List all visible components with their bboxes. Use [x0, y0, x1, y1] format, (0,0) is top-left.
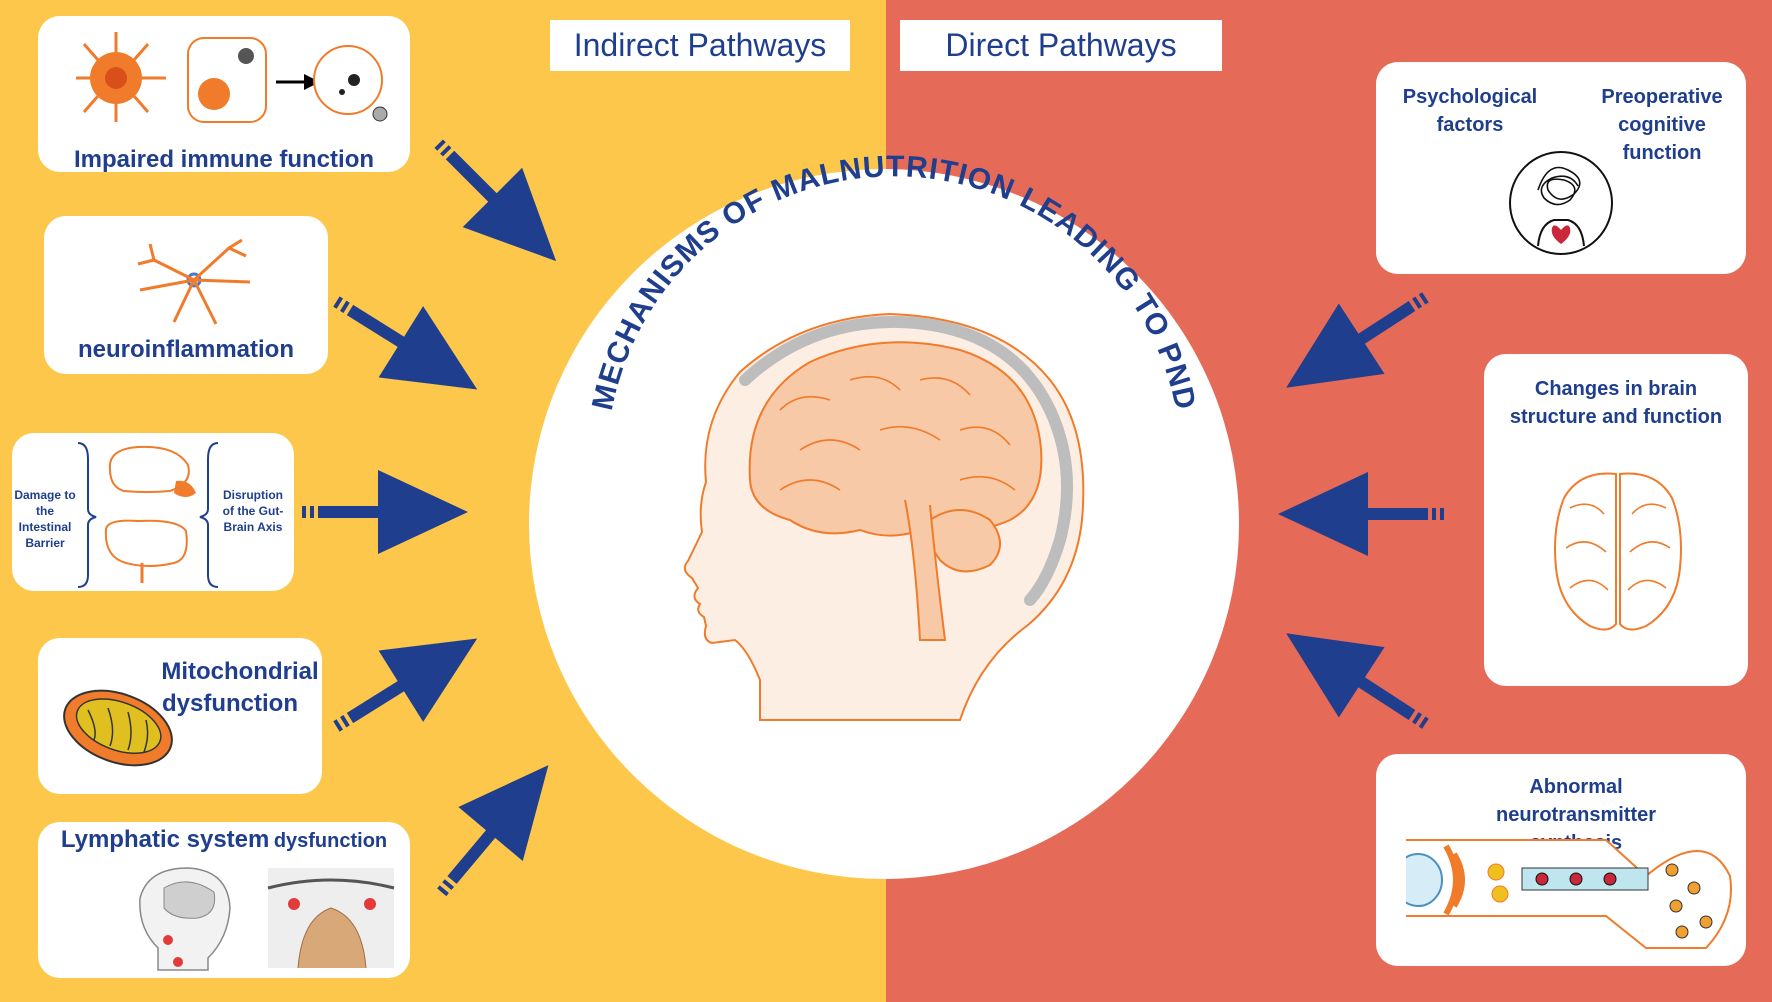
preoperative-label-1: Preoperative	[1601, 86, 1723, 108]
immune-label: Impaired immune function	[73, 146, 375, 173]
head-scribble-icon	[1509, 151, 1613, 255]
direct-pathways-header: Direct Pathways	[900, 20, 1222, 71]
card-impaired-immune: Impaired immune function	[38, 16, 410, 173]
card-mitochondrial: Mitochondrial dysfunction	[38, 638, 322, 794]
card-neurotransmitter: Abnormal neurotransmitter synthesis	[1376, 754, 1746, 966]
lymphatic-label-main: Lymphatic system	[60, 826, 270, 853]
gut-brain-icon	[78, 442, 218, 588]
direct-pathways-title: Direct Pathways	[945, 27, 1177, 63]
brain-structure-label-2: structure and function	[1509, 406, 1723, 428]
card-neuroinflammation: neuroinflammation	[44, 216, 328, 374]
psychological-label-1: Psychological	[1402, 86, 1538, 108]
preoperative-label-3: function	[1622, 142, 1702, 164]
lymphatic-head-icon	[139, 867, 395, 971]
brain-structure-label-1: Changes in brain	[1534, 378, 1698, 400]
indirect-pathways-title: Indirect Pathways	[573, 27, 827, 63]
gut-brain-axis-label: Disruption of the Gut-Brain Axis	[222, 488, 284, 534]
mitochondrial-label-2: dysfunction	[162, 690, 298, 717]
neurotransmitter-label-2: neurotransmitter	[1495, 804, 1657, 826]
neurotransmitter-label-1: Abnormal	[1529, 776, 1623, 798]
preoperative-label-2: cognitive	[1618, 114, 1706, 136]
neuroinflammation-label: neuroinflammation	[77, 336, 294, 363]
psychological-label-2: factors	[1436, 114, 1504, 136]
mitochondrial-label-1: Mitochondrial	[161, 658, 319, 685]
brain-head-profile-icon	[683, 312, 1085, 721]
card-brain-structure: Changes in brain structure and function	[1484, 354, 1748, 686]
card-psychological: Psychological factors Preoperative cogni…	[1376, 62, 1746, 274]
mitochondrion-icon	[63, 689, 173, 767]
lymphatic-label: Lymphatic system dysfunction	[38, 826, 410, 854]
card-lymphatic: Lymphatic system dysfunction	[38, 822, 410, 978]
brain-top-view-icon	[1554, 472, 1682, 631]
neuron-icon	[137, 238, 251, 325]
gut-barrier-label: Damage to the Intestinal Barrier	[14, 488, 76, 550]
card-gut-brain: Damage to the Intestinal Barrier Disrupt…	[12, 433, 294, 591]
synapse-icon	[1406, 839, 1732, 949]
indirect-pathways-header: Indirect Pathways	[550, 20, 850, 71]
lymphatic-label-suffix: dysfunction	[273, 830, 388, 852]
immune-cell-icon	[76, 32, 388, 123]
